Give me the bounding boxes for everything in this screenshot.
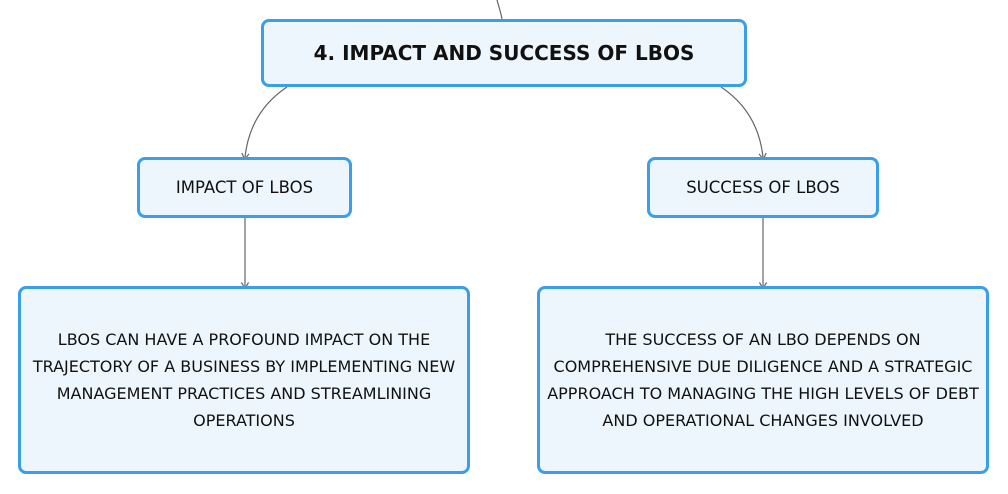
- success-detail-text: THE SUCCESS OF AN LBO DEPENDS ON COMPREH…: [547, 330, 979, 430]
- connector-root-to-success: [720, 86, 767, 161]
- impact-detail-node[interactable]: LBOS CAN HAVE A PROFOUND IMPACT ON THE T…: [18, 286, 470, 474]
- connector-from-parent: [496, 0, 503, 20]
- connector-root-to-impact: [241, 86, 288, 161]
- success-of-lbos-label: SUCCESS OF LBOS: [686, 178, 840, 197]
- success-of-lbos-node[interactable]: SUCCESS OF LBOS: [647, 157, 879, 218]
- root-topic-label: 4. IMPACT AND SUCCESS OF LBOS: [313, 41, 695, 65]
- root-topic-node[interactable]: 4. IMPACT AND SUCCESS OF LBOS: [261, 19, 747, 87]
- success-detail-node[interactable]: THE SUCCESS OF AN LBO DEPENDS ON COMPREH…: [537, 286, 989, 474]
- impact-of-lbos-label: IMPACT OF LBOS: [175, 178, 314, 197]
- impact-detail-text: LBOS CAN HAVE A PROFOUND IMPACT ON THE T…: [32, 330, 456, 430]
- impact-of-lbos-node[interactable]: IMPACT OF LBOS: [137, 157, 352, 218]
